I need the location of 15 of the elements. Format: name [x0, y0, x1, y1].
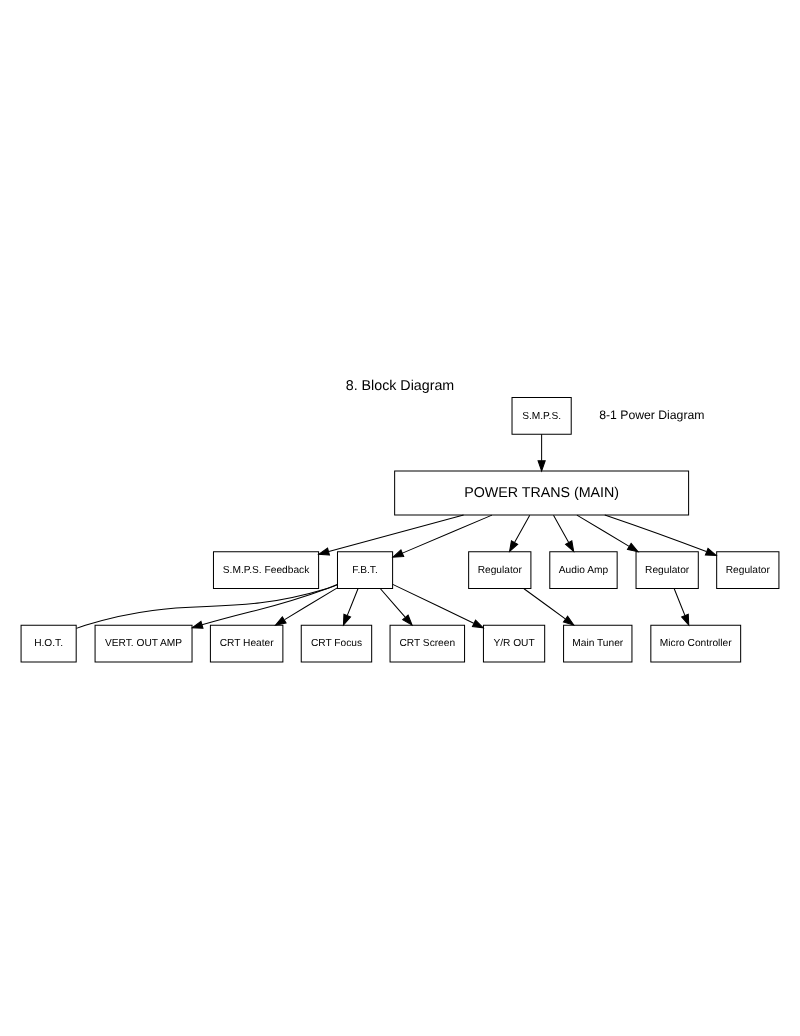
arrow: [576, 514, 640, 553]
arrow: [391, 514, 493, 558]
arrow: [317, 514, 465, 556]
arrow: [673, 588, 690, 627]
arrow: [553, 514, 575, 553]
arrow: [523, 588, 576, 626]
connector: [75, 584, 338, 629]
arrow: [392, 583, 485, 629]
arrow: [274, 587, 338, 626]
arrow: [508, 514, 531, 553]
arrow: [604, 514, 718, 556]
arrow: [342, 588, 359, 627]
arrow: [379, 588, 414, 627]
arrow: [190, 583, 338, 629]
arrow: [537, 433, 546, 473]
